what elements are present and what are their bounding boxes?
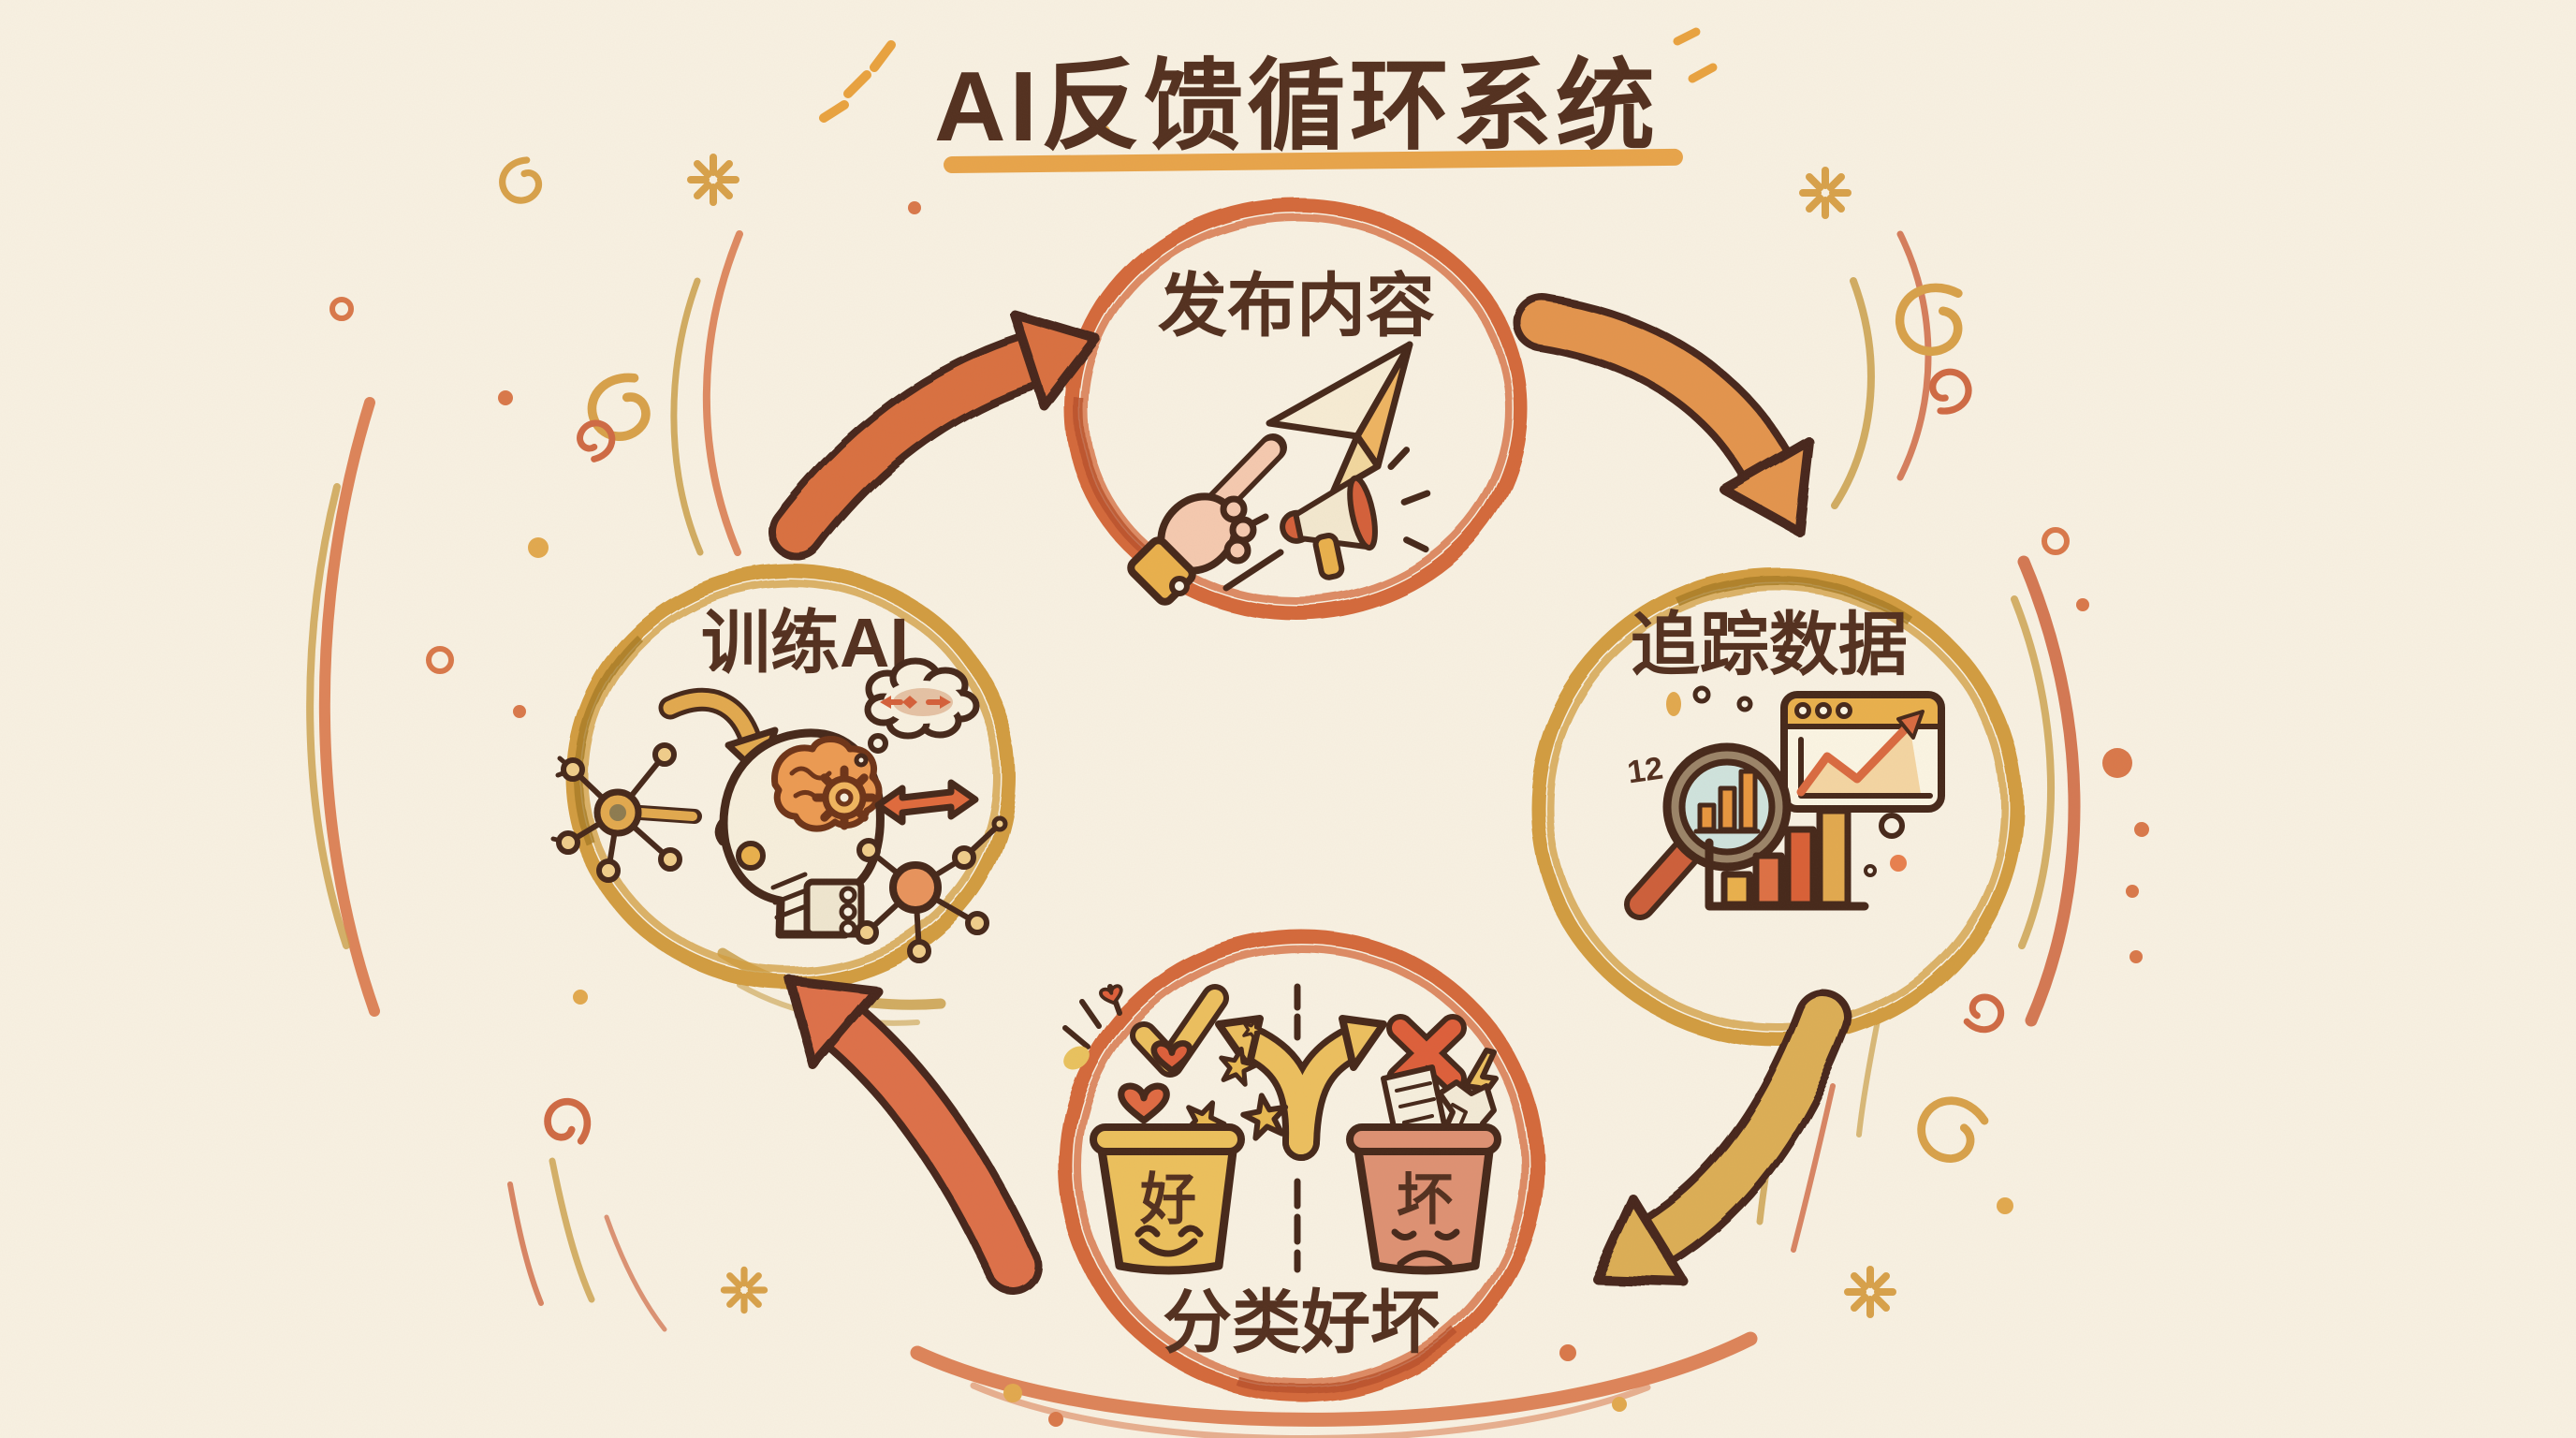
diagram-canvas: 发布内容 追踪数据 <box>0 0 2576 1438</box>
paper-grain-overlay <box>0 0 2576 1438</box>
ai-feedback-loop-poster: 发布内容 追踪数据 <box>0 0 2576 1438</box>
